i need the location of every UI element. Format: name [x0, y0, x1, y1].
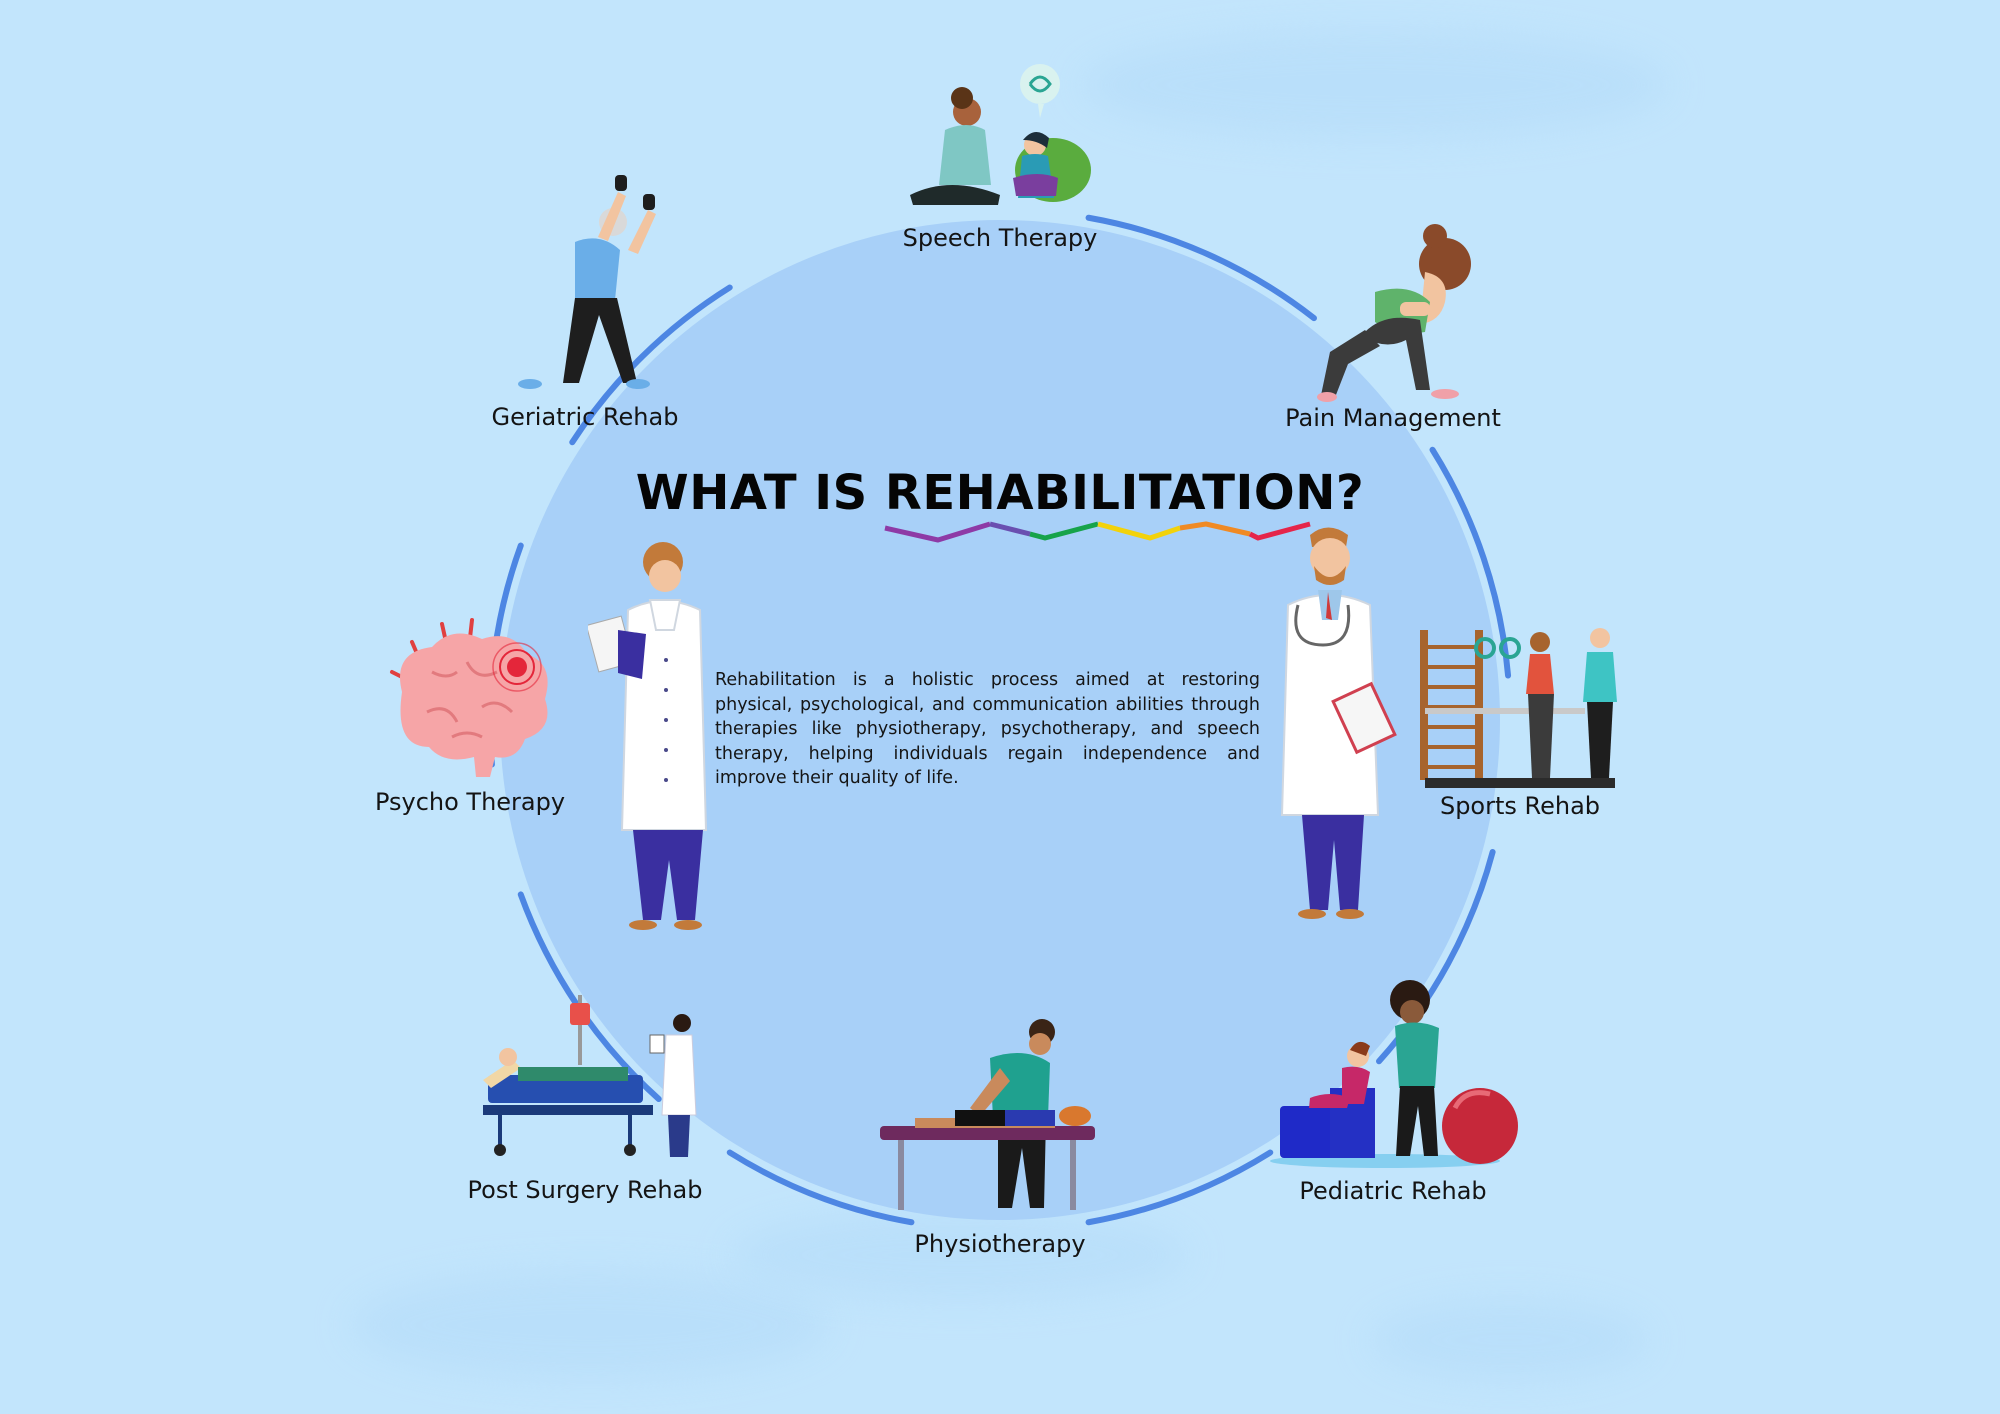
therapy-label-sports-rehab: Sports Rehab	[1439, 792, 1601, 820]
therapy-label-psycho-therapy: Psycho Therapy	[374, 788, 566, 816]
page-title: WHAT IS REHABILITATION?	[635, 465, 1365, 521]
therapy-label-speech-therapy: Speech Therapy	[902, 224, 1098, 252]
therapy-label-physiotherapy: Physiotherapy	[914, 1230, 1086, 1258]
ring-arc	[1429, 446, 1512, 679]
therapy-label-pain-management: Pain Management	[1285, 404, 1501, 432]
speech-therapy-icon	[910, 64, 1091, 205]
physiotherapy-icon	[880, 1019, 1095, 1210]
therapy-label-pediatric-rehab: Pediatric Rehab	[1299, 1177, 1487, 1205]
inner-circle	[500, 220, 1500, 1220]
ring-arc	[569, 284, 733, 446]
background-blob	[730, 1210, 1190, 1300]
pediatric-rehab-icon	[1270, 980, 1518, 1168]
sports-rehab-icon	[1420, 628, 1617, 788]
post-surgery-rehab-icon	[483, 995, 697, 1157]
title-underline	[884, 521, 1311, 543]
ring-arc	[726, 1149, 915, 1226]
therapy-label-post-surgery-rehab: Post Surgery Rehab	[467, 1176, 703, 1204]
male-doctor-icon	[1280, 527, 1397, 919]
background-blob	[1080, 30, 1670, 140]
female-doctor-icon	[588, 542, 708, 930]
therapy-label-geriatric-rehab: Geriatric Rehab	[491, 403, 679, 431]
ring-arc	[1085, 214, 1317, 322]
ring-arc	[1085, 1149, 1274, 1226]
description-text: Rehabilitation is a holistic process aim…	[715, 670, 1260, 788]
pain-management-icon	[1317, 224, 1471, 402]
background-blob	[350, 1270, 830, 1380]
brain-icon	[390, 618, 548, 777]
background-blob	[1370, 1300, 1650, 1380]
geriatric-rehab-icon	[518, 175, 656, 389]
